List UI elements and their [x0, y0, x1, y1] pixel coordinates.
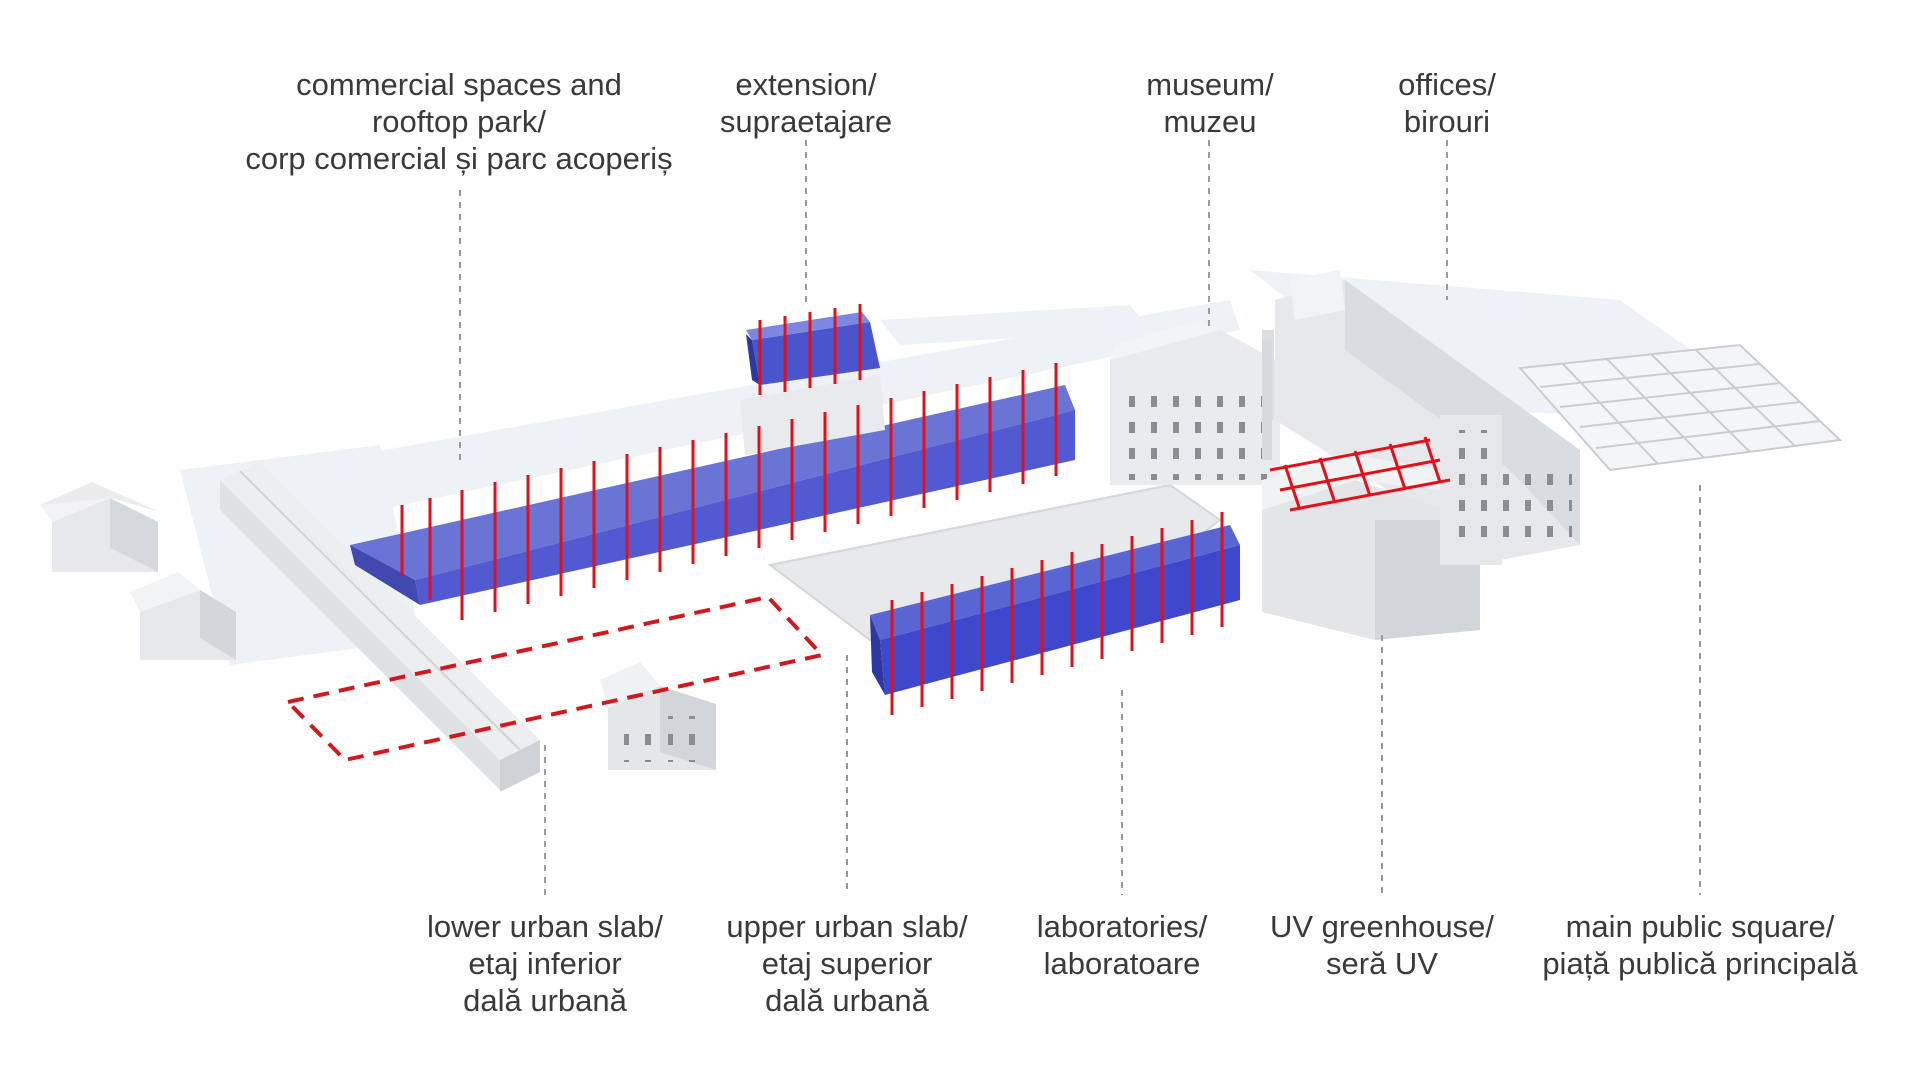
label-square: main public square/ piață publică princi… — [1542, 909, 1858, 981]
offices-building — [1275, 270, 1580, 560]
label-greenhouse: UV greenhouse/ seră UV — [1269, 909, 1495, 981]
silo-building — [1262, 415, 1502, 640]
commercial-glass-block — [350, 385, 1075, 605]
museum-building — [1110, 320, 1280, 485]
small-house-1 — [40, 482, 160, 572]
label-museum: museum/ muzeu — [1146, 67, 1274, 139]
central-block — [740, 375, 885, 455]
red-structure — [400, 304, 1451, 715]
small-house-3 — [600, 662, 716, 770]
label-offices: offices/ birouri — [1398, 67, 1496, 139]
chimney — [1262, 340, 1272, 460]
label-extension: extension/ supraetajare — [719, 67, 893, 139]
label-upper-slab: upper urban slab/ etaj superior dală urb… — [726, 909, 968, 1018]
public-square-canopy — [1517, 343, 1843, 472]
long-warehouse — [220, 462, 540, 792]
lower-slab-outline — [284, 594, 826, 763]
label-commercial: commercial spaces and rooftop park/ corp… — [245, 67, 673, 176]
label-lower-slab: lower urban slab/ etaj inferior dală urb… — [426, 909, 664, 1018]
laboratories-block — [870, 525, 1240, 695]
leader-lines — [459, 140, 1701, 895]
label-laboratories: laboratories/ laboratoare — [1036, 909, 1208, 981]
small-house-2 — [130, 572, 236, 660]
